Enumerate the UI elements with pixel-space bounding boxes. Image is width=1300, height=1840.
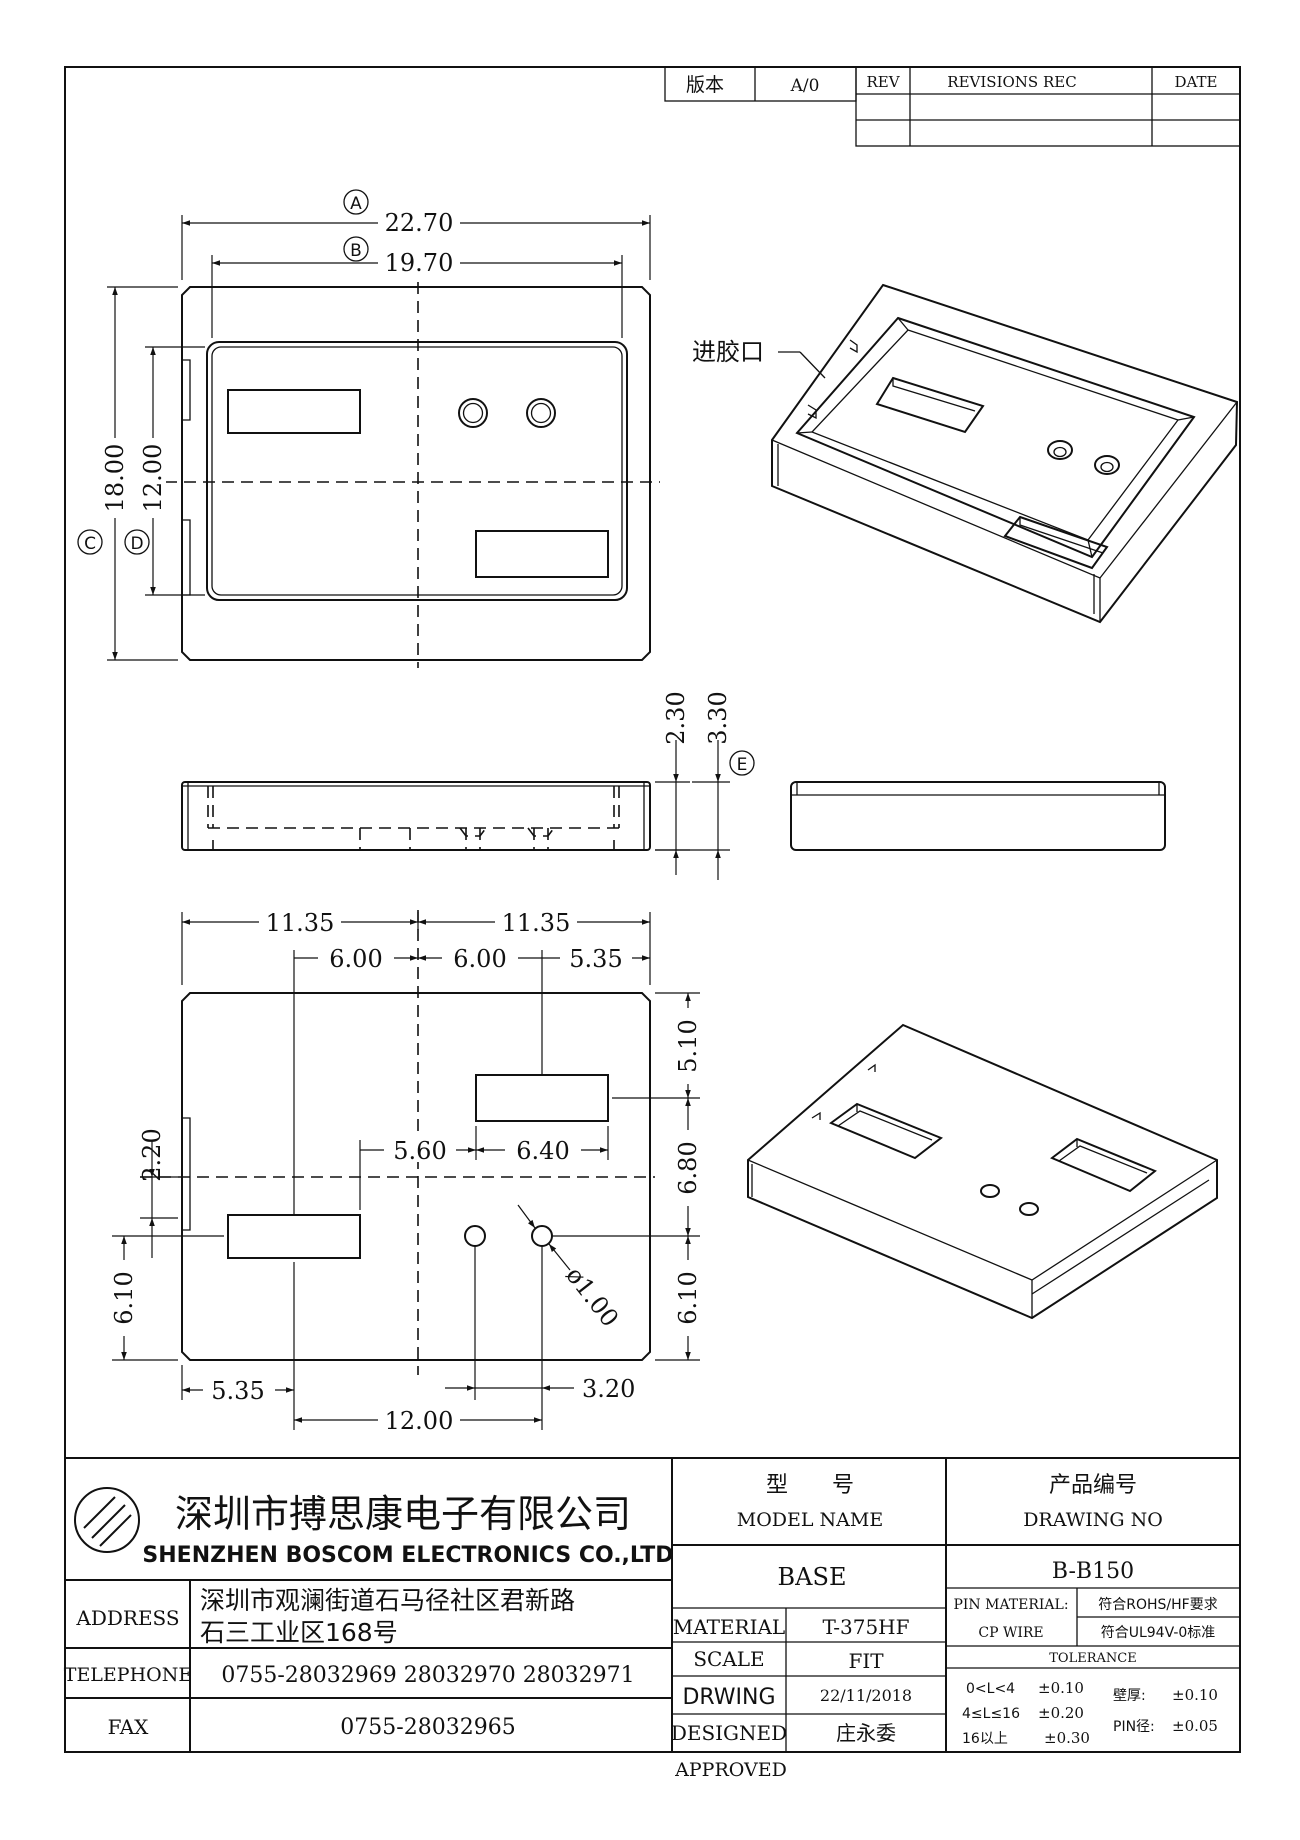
dim-left-half: 11.35 — [266, 909, 335, 937]
pin-material-label: PIN MATERIAL: — [953, 1597, 1068, 1613]
side-view: 2.30 3.30 E — [181, 691, 755, 880]
dim-a-value: 22.70 — [385, 209, 454, 237]
cp-wire-label: CP WIRE — [978, 1625, 1043, 1641]
ul-value: 符合UL94V-0标准 — [1101, 1625, 1216, 1641]
datum-b-marker — [343, 236, 369, 262]
scale-value: FIT — [848, 1649, 884, 1673]
dim-535-bottom: 5.35 — [211, 1377, 264, 1405]
approved-label: APPROVED — [674, 1759, 787, 1781]
address-label: ADDRESS — [75, 1606, 179, 1630]
tol3-range: 16以上 — [962, 1731, 1008, 1747]
dim-560: 5.60 — [393, 1137, 446, 1165]
datum-a-marker — [343, 189, 369, 215]
revision-table: 版本 A/0 REV REVISIONS REC DATE — [664, 66, 1241, 147]
datum-b-letter: B — [350, 241, 362, 261]
company-name-en: SHENZHEN BOSCOM ELECTRONICS CO.,LTD — [142, 1543, 673, 1568]
tol3-value: ±0.30 — [1044, 1729, 1090, 1747]
iso-view-top: 进胶口 — [692, 283, 1239, 624]
model-name-cn: 型 号 — [766, 1473, 854, 1498]
wall-value: ±0.10 — [1172, 1686, 1218, 1704]
company-name-cn: 深圳市搏思康电子有限公司 — [175, 1492, 631, 1536]
dim-d-value: 12.00 — [139, 444, 167, 513]
material-value: T-375HF — [822, 1615, 909, 1639]
rohs-value: 符合ROHS/HF要求 — [1098, 1597, 1217, 1613]
revisions-header: REVISIONS REC — [947, 73, 1076, 91]
address-line2: 石三工业区168号 — [200, 1618, 398, 1647]
material-label: MATERIAL — [673, 1615, 785, 1639]
title-block: 深圳市搏思康电子有限公司 SHENZHEN BOSCOM ELECTRONICS… — [64, 1457, 1240, 1781]
pin-dia-label: PIN径: — [1113, 1719, 1155, 1735]
company-logo-icon — [74, 1487, 140, 1553]
iso-view-bottom — [747, 1023, 1218, 1320]
wall-label: 壁厚: — [1113, 1688, 1146, 1704]
version-label: 版本 — [686, 74, 724, 96]
dim-6-right: 6.00 — [453, 945, 506, 973]
drawing-no-en: DRAWING NO — [1023, 1509, 1163, 1531]
dim-right-half: 11.35 — [502, 909, 571, 937]
drawing-frame — [64, 66, 1241, 1753]
fax-label: FAX — [108, 1715, 150, 1739]
top-view: 22.70 A 19.70 B 18.00 C 12.00 D — [77, 189, 660, 668]
fax-value: 0755-28032965 — [340, 1715, 515, 1740]
bottom-view: 11.35 11.35 6.00 6.00 5.35 5.10 6.80 6.1… — [110, 908, 702, 1435]
telephone-label: TELEPHONE — [64, 1664, 192, 1686]
datum-d-marker — [124, 529, 150, 555]
version-value: A/0 — [790, 76, 820, 96]
rev-header: REV — [866, 73, 900, 91]
front-view — [790, 781, 1166, 851]
pin-dia-value: ±0.05 — [1172, 1717, 1218, 1735]
gate-label: 进胶口 — [692, 338, 764, 366]
designed-label: DESIGNED — [671, 1721, 787, 1745]
telephone-value: 0755-28032969 28032970 28032971 — [221, 1663, 634, 1688]
dim-1200: 12.00 — [385, 1407, 454, 1435]
datum-e-marker — [729, 750, 755, 776]
dim-6-left: 6.00 — [329, 945, 382, 973]
datum-c-marker — [77, 529, 103, 555]
dim-610-right: 6.10 — [674, 1271, 702, 1324]
datum-d-letter: D — [130, 534, 143, 554]
dim-680: 6.80 — [674, 1141, 702, 1194]
drawing-no-value: B-B150 — [1052, 1559, 1134, 1584]
drwing-value: 22/11/2018 — [820, 1686, 912, 1705]
drawing-no-cn: 产品编号 — [1049, 1473, 1137, 1498]
address-line1: 深圳市观澜街道石马径社区君新路 — [200, 1586, 575, 1615]
dim-c-value: 18.00 — [101, 444, 129, 513]
dim-535-top: 5.35 — [569, 945, 622, 973]
designed-value: 庄永委 — [836, 1721, 896, 1745]
dim-610-left: 6.10 — [110, 1271, 138, 1324]
tol1-range: 0<L<4 — [966, 1681, 1015, 1697]
dim-h1-value: 2.30 — [662, 691, 690, 744]
model-value: BASE — [778, 1563, 847, 1591]
tol1-value: ±0.10 — [1038, 1679, 1084, 1697]
scale-label: SCALE — [693, 1647, 764, 1671]
tol2-value: ±0.20 — [1038, 1704, 1084, 1722]
model-name-en: MODEL NAME — [737, 1509, 883, 1531]
dim-320: 3.20 — [582, 1375, 635, 1403]
datum-a-letter: A — [350, 194, 362, 214]
dim-510: 5.10 — [674, 1019, 702, 1072]
dim-diameter: ø1.00 — [560, 1261, 624, 1332]
drwing-label: DRWING — [682, 1685, 775, 1710]
datum-c-letter: C — [84, 534, 96, 554]
date-header: DATE — [1175, 73, 1218, 91]
tolerance-label: TOLERANCE — [1049, 1651, 1136, 1666]
datum-e-letter: E — [737, 755, 748, 775]
dim-220: 2.20 — [138, 1128, 166, 1181]
dim-h2-value: 3.30 — [704, 691, 732, 744]
dim-640: 6.40 — [516, 1137, 569, 1165]
dim-b-value: 19.70 — [385, 249, 454, 277]
tol2-range: 4≤L≤16 — [962, 1706, 1020, 1722]
